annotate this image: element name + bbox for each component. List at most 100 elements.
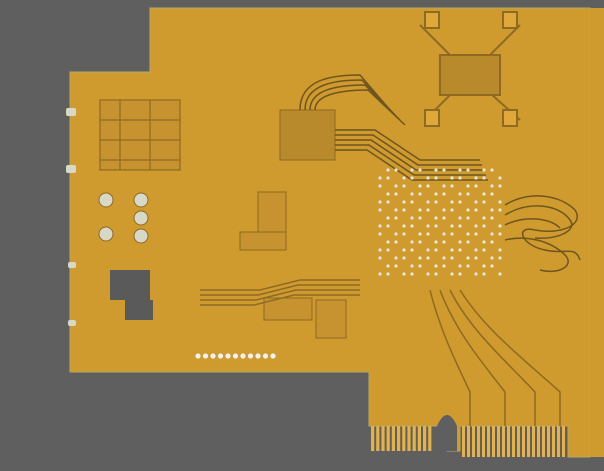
edge-finger — [512, 426, 515, 457]
via-icon — [434, 224, 438, 228]
via-icon — [450, 224, 454, 228]
via-icon — [378, 224, 382, 228]
via-icon — [410, 272, 414, 276]
mounting-hole-icon — [98, 226, 114, 242]
edge-finger — [522, 426, 525, 457]
via-icon — [450, 176, 454, 180]
via-icon — [410, 176, 414, 180]
header-pin — [217, 353, 224, 359]
via-icon — [394, 184, 398, 188]
bottom-center-trace-group — [200, 279, 360, 306]
edge-finger — [562, 426, 565, 457]
via-icon — [450, 248, 454, 252]
edge-finger — [527, 426, 530, 457]
edge-finger — [482, 426, 485, 457]
edge-finger — [391, 426, 395, 451]
edge-finger — [417, 426, 421, 451]
via-icon — [482, 216, 486, 220]
via-icon — [458, 200, 462, 204]
via-icon — [434, 264, 438, 268]
bga-via-field — [378, 168, 502, 276]
edge-finger — [557, 426, 560, 457]
via-icon — [402, 208, 406, 212]
edge-connector-left — [371, 426, 432, 451]
via-icon — [482, 248, 486, 252]
via-icon — [426, 248, 430, 252]
via-icon — [378, 184, 382, 188]
edge-finger — [552, 426, 555, 457]
via-icon — [458, 216, 462, 220]
via-icon — [474, 200, 478, 204]
via-icon — [402, 232, 406, 236]
via-icon — [402, 184, 406, 188]
mounting-hole-icon — [133, 210, 149, 226]
edge-bus-traces — [429, 289, 561, 426]
header-pin — [195, 353, 201, 359]
edge-finger — [386, 426, 390, 451]
edge-finger — [407, 426, 411, 451]
via-icon — [466, 240, 470, 244]
via-icon — [426, 232, 430, 236]
edge-finger — [423, 426, 427, 451]
via-icon — [474, 208, 478, 212]
via-icon — [426, 184, 430, 188]
edge-finger — [428, 426, 432, 451]
via-icon — [474, 272, 478, 276]
via-icon — [498, 232, 502, 236]
mid-left-component-cluster — [239, 191, 347, 339]
edge-finger — [497, 426, 500, 457]
via-icon — [434, 240, 438, 244]
header-pin — [270, 353, 276, 359]
via-icon — [482, 176, 486, 180]
via-icon — [458, 168, 462, 172]
via-icon — [386, 200, 390, 204]
via-icon — [418, 192, 422, 196]
via-icon — [402, 224, 406, 228]
via-icon — [434, 248, 438, 252]
left-mounting-holes — [98, 192, 149, 244]
via-icon — [490, 232, 494, 236]
via-icon — [394, 256, 398, 260]
via-icon — [426, 272, 430, 276]
via-icon — [498, 200, 502, 204]
via-icon — [378, 256, 382, 260]
via-icon — [410, 264, 414, 268]
via-icon — [402, 272, 406, 276]
via-icon — [466, 184, 470, 188]
top-right-fanout — [419, 11, 521, 127]
via-icon — [466, 256, 470, 260]
via-icon — [418, 232, 422, 236]
via-icon — [426, 224, 430, 228]
via-icon — [498, 248, 502, 252]
via-icon — [434, 200, 438, 204]
via-icon — [418, 256, 422, 260]
via-icon — [386, 192, 390, 196]
via-icon — [394, 168, 398, 172]
via-icon — [458, 248, 462, 252]
edge-finger — [547, 426, 550, 457]
via-icon — [466, 192, 470, 196]
via-icon — [418, 168, 422, 172]
via-icon — [474, 184, 478, 188]
via-icon — [442, 192, 446, 196]
dark-component — [110, 270, 153, 320]
via-icon — [418, 240, 422, 244]
via-icon — [466, 168, 470, 172]
right-serpentine-traces — [504, 195, 581, 272]
edge-finger — [397, 426, 401, 451]
via-icon — [386, 176, 390, 180]
header-pin — [240, 353, 246, 359]
via-icon — [450, 256, 454, 260]
via-icon — [410, 240, 414, 244]
via-icon — [474, 256, 478, 260]
via-icon — [386, 224, 390, 228]
via-icon — [498, 256, 502, 260]
edge-finger — [412, 426, 416, 451]
via-icon — [442, 184, 446, 188]
edge-finger — [487, 426, 490, 457]
via-icon — [498, 272, 502, 276]
via-icon — [378, 232, 382, 236]
via-icon — [490, 240, 494, 244]
